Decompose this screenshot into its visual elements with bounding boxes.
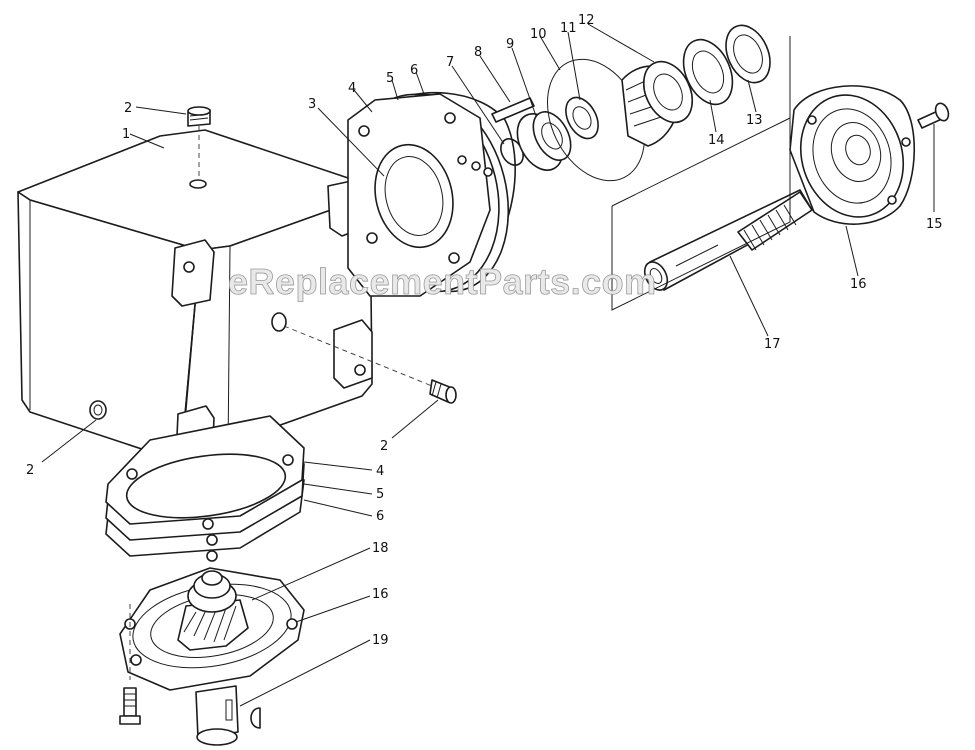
callout-14: 14 — [708, 133, 725, 148]
callout-8: 8 — [474, 45, 482, 60]
callout-3: 3 — [308, 97, 316, 112]
callout-9: 9 — [506, 37, 514, 52]
watermark-text: eReplacementParts.com — [228, 261, 657, 302]
callout-2-mid: 2 — [380, 439, 388, 454]
upper-flange-stack — [347, 92, 516, 297]
bevel-gear — [621, 60, 694, 147]
bearing-cup — [725, 24, 771, 84]
pipe-plug-top — [187, 106, 211, 180]
leader-lines — [41, 23, 935, 707]
callout-2-top: 2 — [124, 101, 132, 116]
cap-screw-right — [917, 102, 950, 129]
woodruff-key — [491, 97, 535, 123]
splined-shaft — [643, 189, 813, 291]
callout-4-top: 4 — [348, 81, 356, 96]
callout-6-bot: 6 — [376, 509, 384, 524]
lower-gasket-stack — [105, 415, 305, 562]
outer-bearing-race — [682, 38, 734, 106]
cap-screw-bottom — [119, 604, 141, 725]
callout-12: 12 — [578, 13, 595, 28]
callout-18: 18 — [372, 541, 389, 556]
callout-11: 11 — [560, 21, 577, 36]
callout-numbers: 2 1 3 4 5 6 7 8 9 10 11 12 13 14 15 16 1… — [26, 13, 943, 648]
callout-7: 7 — [446, 55, 454, 70]
callout-1: 1 — [122, 127, 130, 142]
pipe-plug-side — [283, 325, 457, 404]
callout-10: 10 — [530, 27, 547, 42]
callout-13: 13 — [746, 113, 763, 128]
callout-15: 15 — [926, 217, 943, 232]
lower-cover-assembly — [119, 567, 305, 746]
woodruff-key-bottom — [250, 707, 261, 729]
assembly-bracket — [611, 36, 791, 311]
callout-5-top: 5 — [386, 71, 394, 86]
bearing-cover-right — [789, 85, 915, 225]
callout-16-right: 16 — [850, 277, 867, 292]
pinion-gear — [565, 96, 599, 140]
callout-6-top: 6 — [410, 63, 418, 78]
callout-5-bot: 5 — [376, 487, 384, 502]
callout-4-bot: 4 — [376, 464, 384, 479]
callout-2-left: 2 — [26, 463, 34, 478]
callout-17: 17 — [764, 337, 781, 352]
callout-19: 19 — [372, 633, 389, 648]
callout-16-bot: 16 — [372, 587, 389, 602]
